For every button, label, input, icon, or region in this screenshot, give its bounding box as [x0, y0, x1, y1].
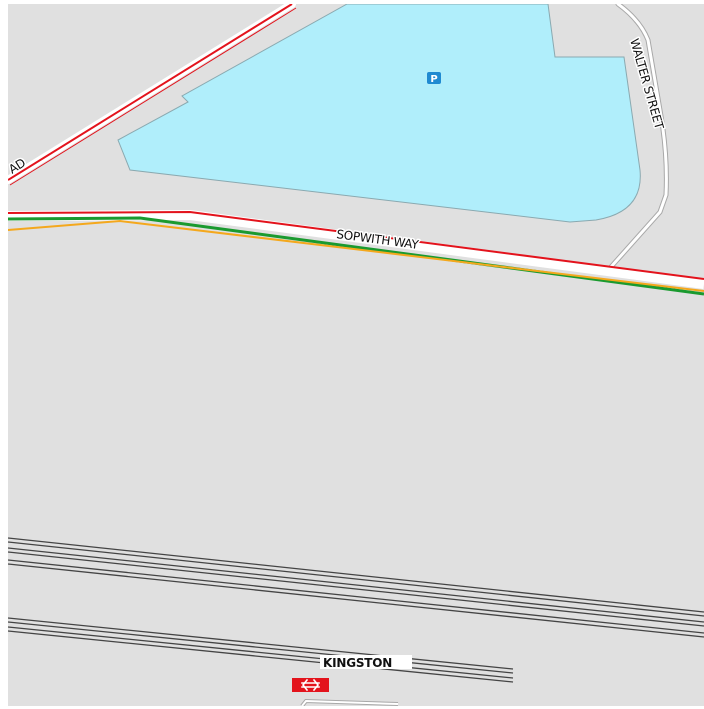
sopwith-way-casing	[8, 209, 704, 289]
parking-icon[interactable]: P	[427, 72, 441, 85]
station-label-kingston[interactable]: KINGSTON	[323, 656, 392, 670]
car-park-area[interactable]	[117, 4, 641, 223]
walter-street-road[interactable]	[608, 4, 668, 270]
sopwith-way-red-line[interactable]	[8, 210, 704, 280]
parking-icon-letter: P	[430, 74, 437, 85]
diagonal-road[interactable]	[8, 4, 293, 181]
railway-tracks-lower	[8, 617, 514, 683]
sopwith-way-orange-line[interactable]	[8, 219, 704, 292]
national-rail-icon[interactable]	[292, 678, 329, 692]
station-access-road-fill	[301, 699, 399, 706]
diagonal-road-edge	[9, 7, 297, 186]
railway-tracks-upper	[8, 537, 704, 638]
station-label-background	[320, 655, 412, 669]
